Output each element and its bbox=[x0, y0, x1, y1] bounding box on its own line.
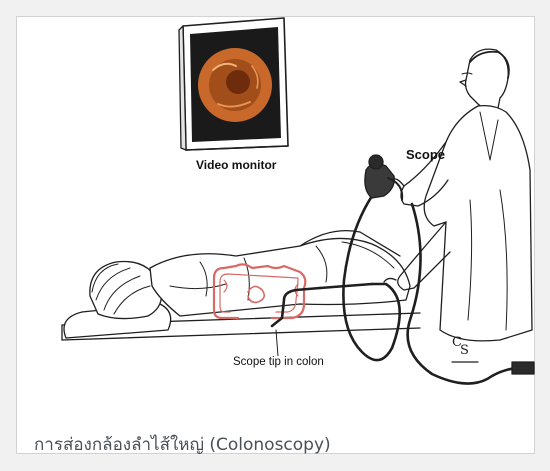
svg-text:S: S bbox=[460, 343, 469, 358]
video-monitor bbox=[179, 18, 288, 150]
scope-tip-leader-line bbox=[276, 330, 278, 356]
scope-tip-label: Scope tip in colon bbox=[230, 356, 327, 368]
image-caption: การส่องกล้องลำไส้ใหญ่ (Colonoscopy) bbox=[34, 431, 331, 458]
scope-label: Scope bbox=[406, 147, 445, 162]
video-monitor-label: Video monitor bbox=[196, 158, 276, 172]
doctor: C S bbox=[384, 49, 532, 362]
